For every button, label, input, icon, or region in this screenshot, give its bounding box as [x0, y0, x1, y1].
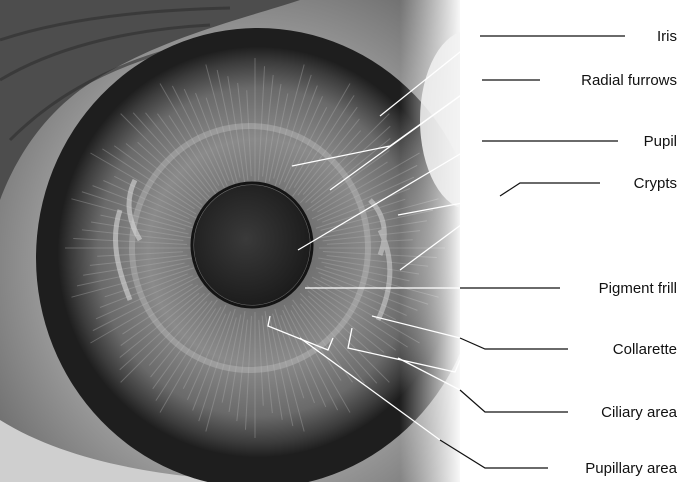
- pupil-disc: [194, 185, 310, 305]
- leader-crypts-tail: [500, 183, 600, 196]
- label-pupil: Pupil: [644, 133, 677, 150]
- leader-collarette-tail: [460, 338, 568, 349]
- label-pigment-frill: Pigment frill: [599, 280, 677, 297]
- eye-photo: [0, 0, 520, 482]
- label-ciliary-area: Ciliary area: [601, 404, 678, 421]
- sclera-highlight: [420, 30, 520, 210]
- label-iris: Iris: [657, 28, 677, 45]
- leader-ciliary-area-tail: [460, 390, 568, 412]
- label-radial-furrows: Radial furrows: [581, 72, 677, 89]
- label-crypts: Crypts: [634, 175, 677, 192]
- label-pupillary-area: Pupillary area: [585, 460, 677, 477]
- label-collarette: Collarette: [613, 341, 677, 358]
- labels: Iris Radial furrows Pupil Crypts Pigment…: [581, 28, 678, 477]
